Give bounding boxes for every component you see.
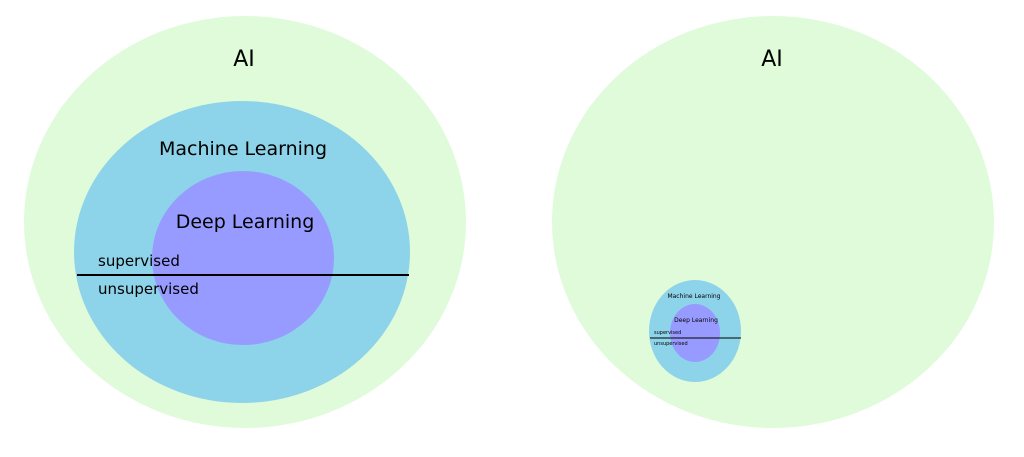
right-ai-label: AI (761, 47, 783, 72)
left-ai-label: AI (233, 47, 255, 72)
left-supervised-label: supervised (98, 252, 180, 270)
left-dl-label: Deep Learning (176, 211, 315, 233)
left-ml-label: Machine Learning (159, 138, 327, 160)
right-supervised-label: supervised (654, 330, 681, 336)
left-dl-ellipse (152, 171, 334, 345)
right-unsupervised-label: unsupervised (654, 341, 688, 347)
right-ai-ellipse (552, 16, 994, 428)
left-diagram: AI Machine Learning Deep Learning superv… (24, 16, 466, 428)
right-diagram: AI Machine Learning Deep Learning superv… (552, 16, 994, 428)
right-dl-label: Deep Learning (674, 317, 718, 324)
right-ml-label: Machine Learning (667, 293, 720, 300)
left-unsupervised-label: unsupervised (98, 280, 199, 298)
right-dl-ellipse (670, 304, 720, 362)
